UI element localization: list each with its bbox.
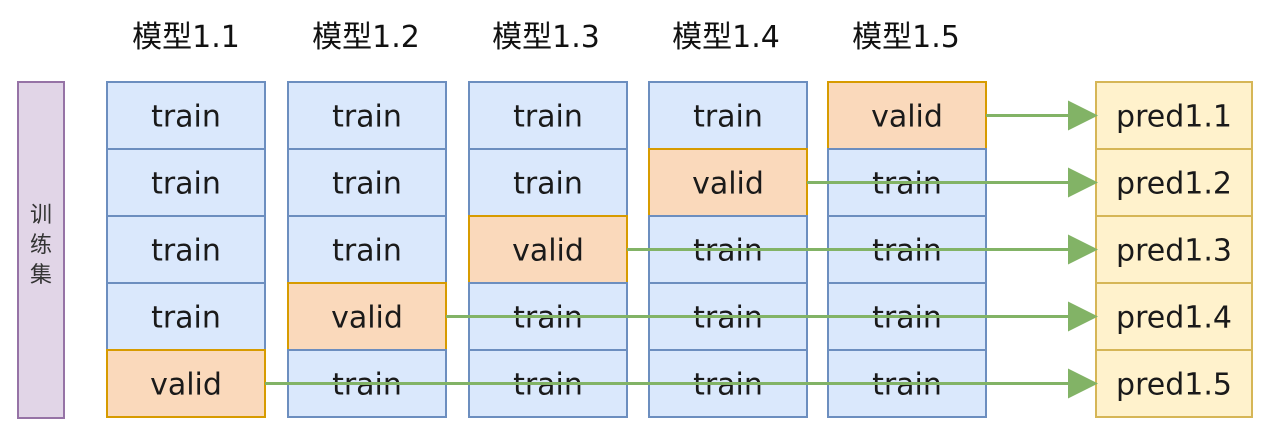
model-label-4: 模型1.4 [672,20,780,55]
prediction-arrows [265,100,1098,399]
training-set-label: 训练集 [17,81,65,419]
train-label: train [151,100,221,135]
fold-cell-1-2: train [106,148,266,217]
valid-block [106,349,266,418]
train-label: train [332,167,402,202]
train-label: train [513,100,583,135]
train-label: train [332,100,402,135]
training-set-box [17,81,65,419]
train-block [287,148,447,217]
prediction-boxes: pred1.1 pred1.2 pred1.3 pred1.4 pred1.5 [1095,81,1253,418]
training-set-text: 训练集 [30,203,52,288]
train-label: train [332,234,402,269]
prediction-label: pred1.4 [1116,301,1232,336]
prediction-label: pred1.5 [1116,368,1232,403]
valid-label: valid [150,368,222,403]
valid-block [287,282,447,351]
train-label: train [693,100,763,135]
model-headers: 模型1.1 模型1.2 模型1.3 模型1.4 模型1.5 [132,20,960,55]
prediction-label: pred1.2 [1116,167,1232,202]
train-label: train [151,167,221,202]
prediction-box-4: pred1.4 [1095,282,1253,351]
model-label-2: 模型1.2 [312,20,420,55]
train-label: train [151,234,221,269]
model-label-1: 模型1.1 [132,20,240,55]
fold-cell-2-1: train [287,81,447,150]
train-block [648,81,808,150]
training-set-char: 集 [30,263,52,288]
fold-cell-3-3: valid [468,215,628,284]
prediction-box-5: pred1.5 [1095,349,1253,418]
train-block [468,148,628,217]
train-block [468,81,628,150]
valid-label: valid [331,301,403,336]
fold-cell-2-4: valid [287,282,447,351]
prediction-label: pred1.1 [1116,100,1232,135]
prediction-box-1: pred1.1 [1095,81,1253,150]
model-label-3: 模型1.3 [492,20,600,55]
prediction-label: pred1.3 [1116,234,1232,269]
valid-label: valid [512,234,584,269]
fold-cell-2-3: train [287,215,447,284]
fold-cell-3-2: train [468,148,628,217]
prediction-block [1095,349,1253,418]
train-block [106,81,266,150]
fold-cell-1-4: train [106,282,266,351]
valid-label: valid [871,100,943,135]
fold-cell-1-1: train [106,81,266,150]
training-set-char: 训 [30,203,52,228]
train-label: train [513,167,583,202]
fold-cell-5-1: valid [827,81,987,150]
valid-block [468,215,628,284]
model-label-5: 模型1.5 [852,20,960,55]
valid-block [648,148,808,217]
fold-cell-4-2: valid [648,148,808,217]
train-block [106,215,266,284]
training-set-char: 练 [30,233,52,258]
valid-label: valid [692,167,764,202]
prediction-box-3: pred1.3 [1095,215,1253,284]
prediction-box-2: pred1.2 [1095,148,1253,217]
train-label: train [151,301,221,336]
fold-cell-4-1: train [648,81,808,150]
fold-cell-1-5: valid [106,349,266,418]
fold-cell-1-3: train [106,215,266,284]
fold-cell-2-2: train [287,148,447,217]
train-block [106,148,266,217]
fold-cell-3-1: train [468,81,628,150]
